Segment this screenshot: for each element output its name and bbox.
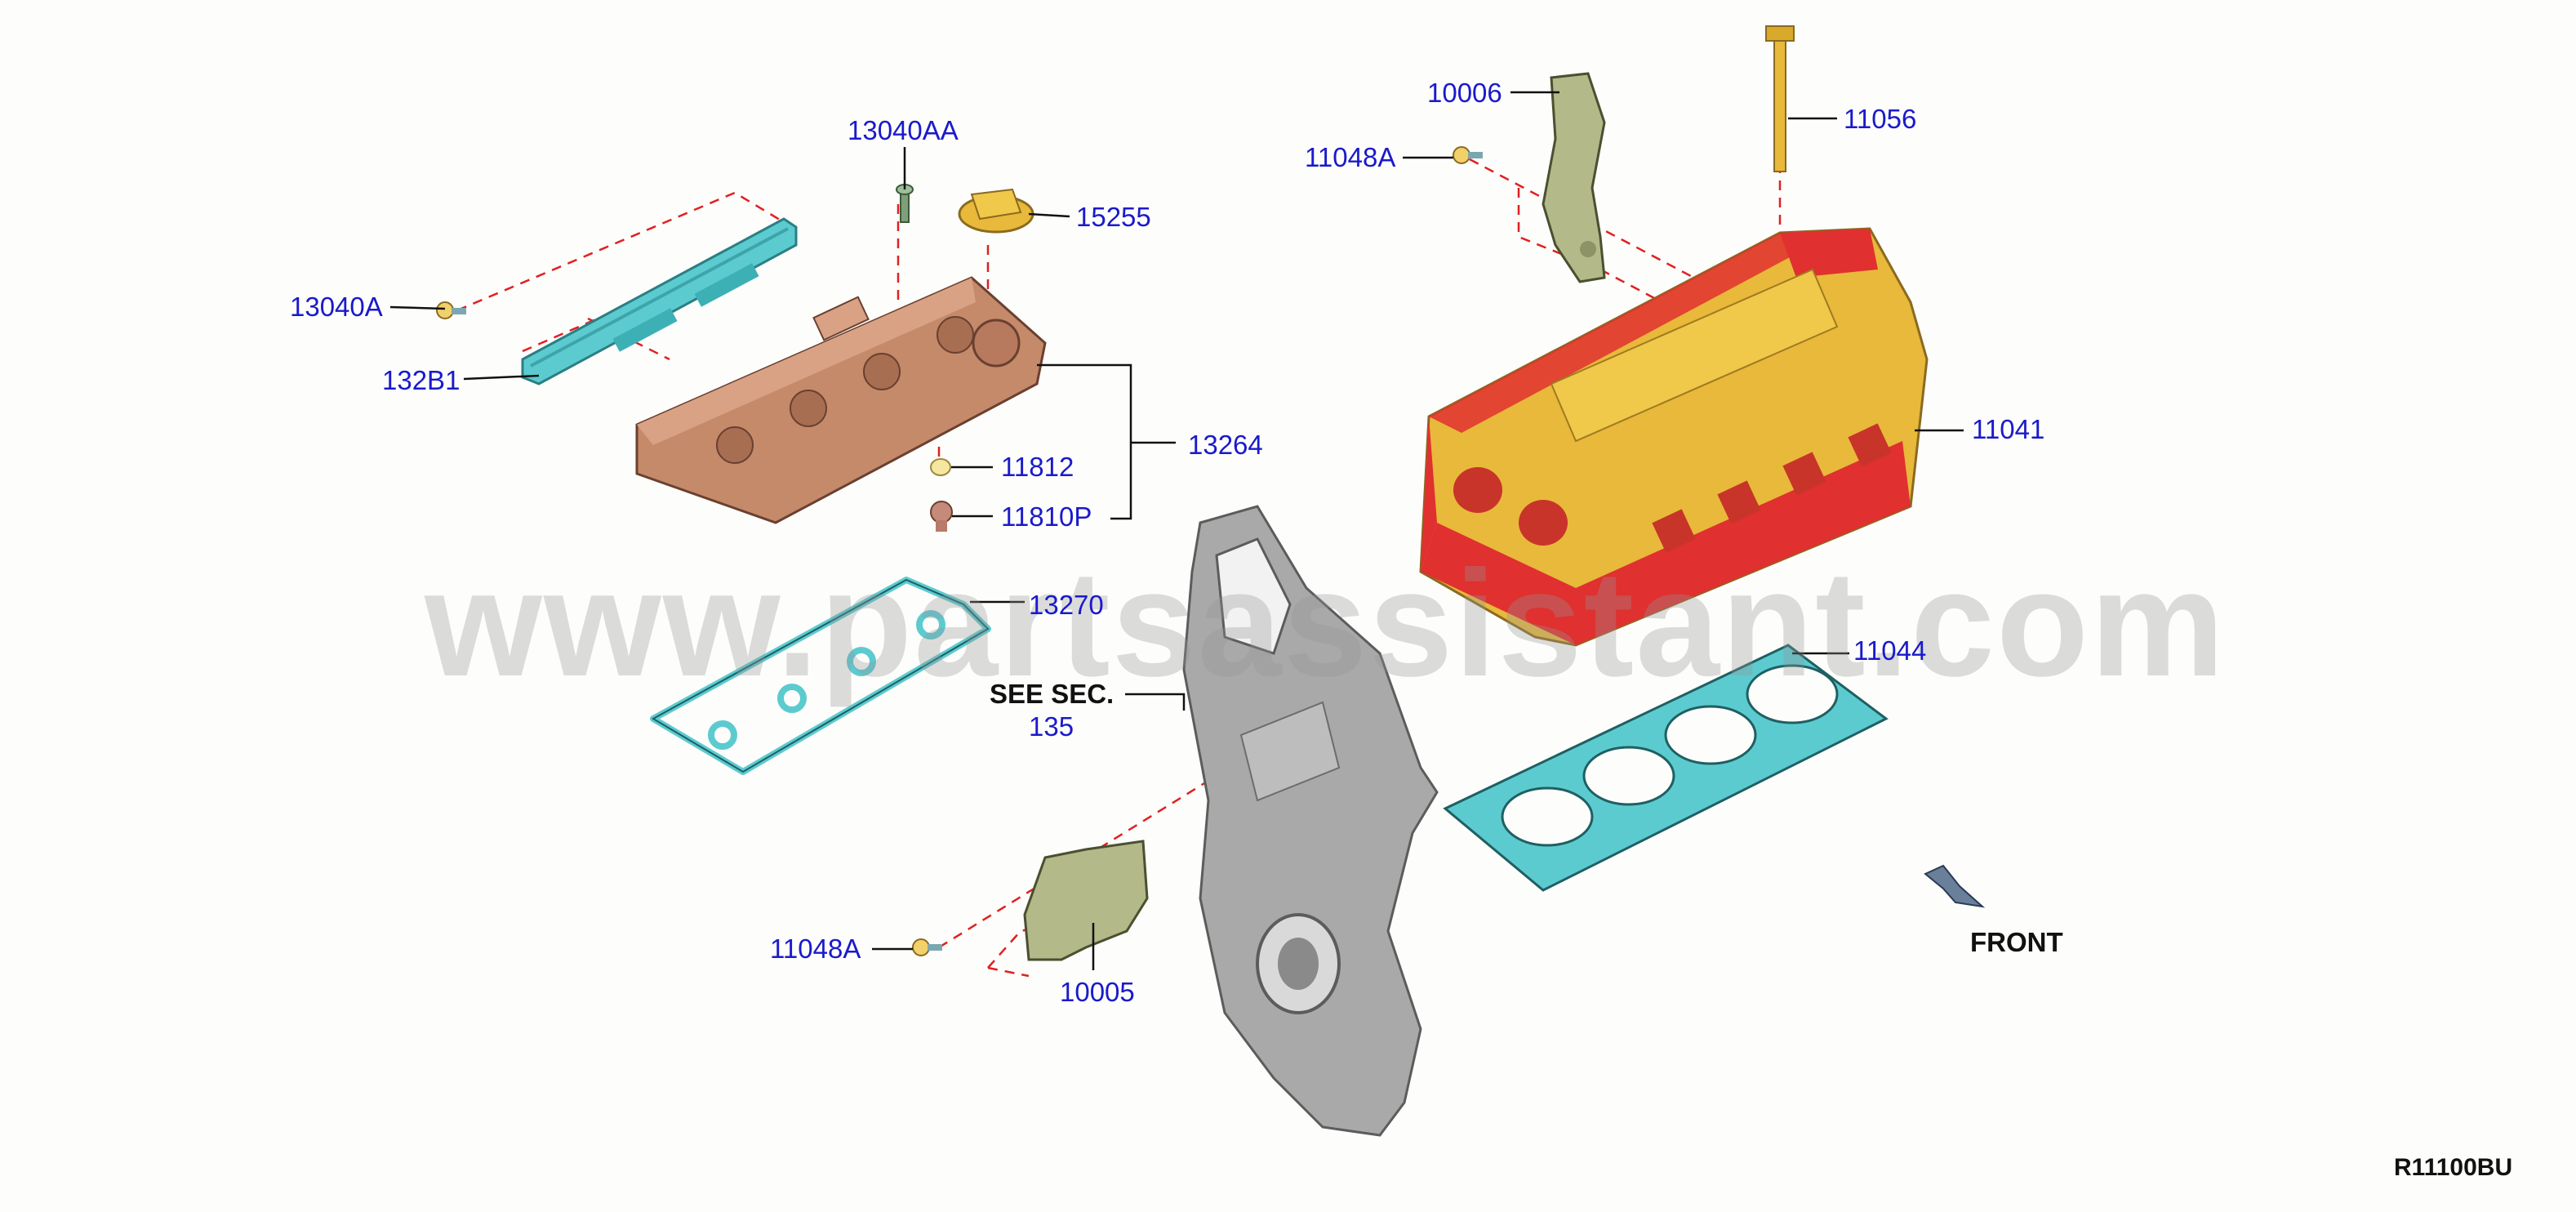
label-see-sec-number: 135: [1029, 711, 1074, 742]
label-13040AA: 13040AA: [848, 115, 959, 145]
watermark: www.partsassistant.com: [425, 540, 2227, 708]
label-13264: 13264: [1188, 430, 1263, 460]
oil-filler-cap-15255: [958, 188, 1034, 234]
label-front: FRONT: [1970, 927, 2063, 957]
leader-lines: [389, 91, 1964, 970]
part-11812-plug: [930, 458, 951, 476]
bolt-13040A: [436, 301, 466, 319]
label-11044: 11044: [1853, 635, 1927, 666]
label-13270: 13270: [1029, 590, 1104, 620]
front-arrow-icon: [1924, 864, 1986, 908]
label-see-sec: SEE SEC.: [990, 679, 1114, 709]
label-11812: 11812: [1001, 452, 1074, 482]
bracket-10005: [1023, 840, 1149, 961]
label-11056: 11056: [1844, 104, 1917, 134]
bolt-11048A-bottom: [912, 938, 942, 956]
head-bolt-11056: [1765, 25, 1795, 172]
bracket-10006: [1542, 72, 1606, 283]
label-132B1: 132B1: [382, 365, 460, 395]
head-gasket-11044: [1443, 644, 1889, 892]
label-11810P: 11810P: [1001, 501, 1092, 532]
label-10006: 10006: [1427, 78, 1502, 108]
label-13040A: 13040A: [290, 292, 383, 322]
part-132B1-strip: [521, 217, 798, 385]
valve-cover-gasket-13270: [650, 577, 991, 775]
cylinder-head-11041: [1419, 227, 1929, 647]
valve-cover-13264: [635, 276, 1047, 524]
diagram-code: R11100BU: [2394, 1154, 2513, 1181]
bolt-13040AA: [896, 184, 914, 223]
label-11048A-top: 11048A: [1305, 142, 1396, 172]
label-15255: 15255: [1076, 202, 1151, 232]
label-11048A-bottom: 11048A: [770, 934, 861, 964]
label-11041: 11041: [1972, 414, 2045, 444]
bolt-11048A-top: [1453, 146, 1483, 164]
part-11810P-sensor: [930, 501, 953, 532]
timing-cover: [1182, 505, 1439, 1137]
label-10005: 10005: [1060, 977, 1135, 1007]
